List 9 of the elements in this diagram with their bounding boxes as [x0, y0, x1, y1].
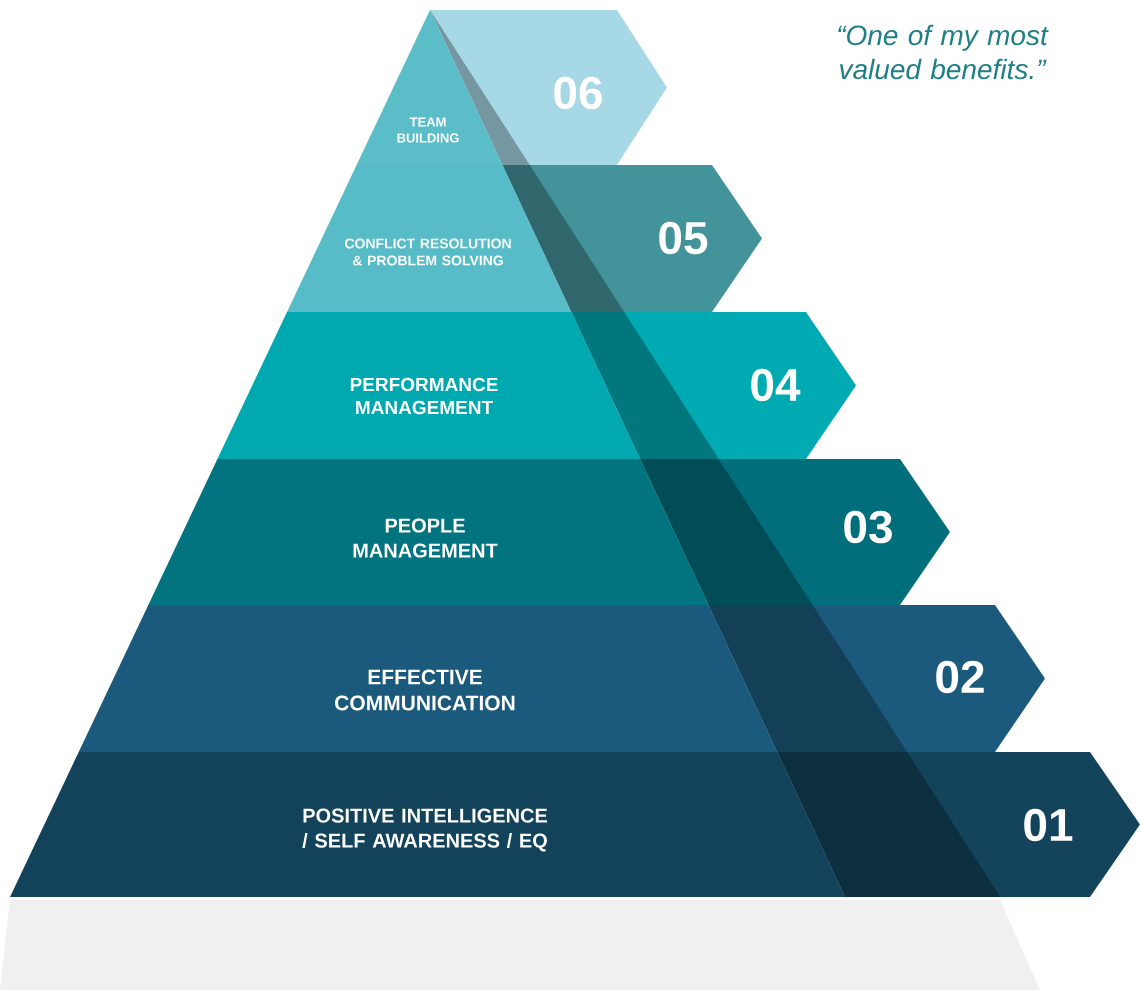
- pyramid-band: PERFORMANCE MANAGEMENT: [217, 312, 641, 459]
- pyramid-band: PEOPLE MANAGEMENT: [148, 459, 709, 605]
- pyramid-band: TEAM BUILDING: [356, 10, 503, 165]
- node-label: POSITIVE INTELLIGENCE / SELF AWARENESS / EQ: [302, 808, 548, 852]
- number-tab: 01: [777, 752, 1140, 897]
- node-label: 04: [751, 368, 801, 402]
- node-label: 02: [936, 660, 984, 694]
- pyramid-band: CONFLICT RESOLUTION & PROBLEM SOLVING: [287, 165, 572, 312]
- quote: “One of my most valued benefits.”: [838, 24, 1049, 80]
